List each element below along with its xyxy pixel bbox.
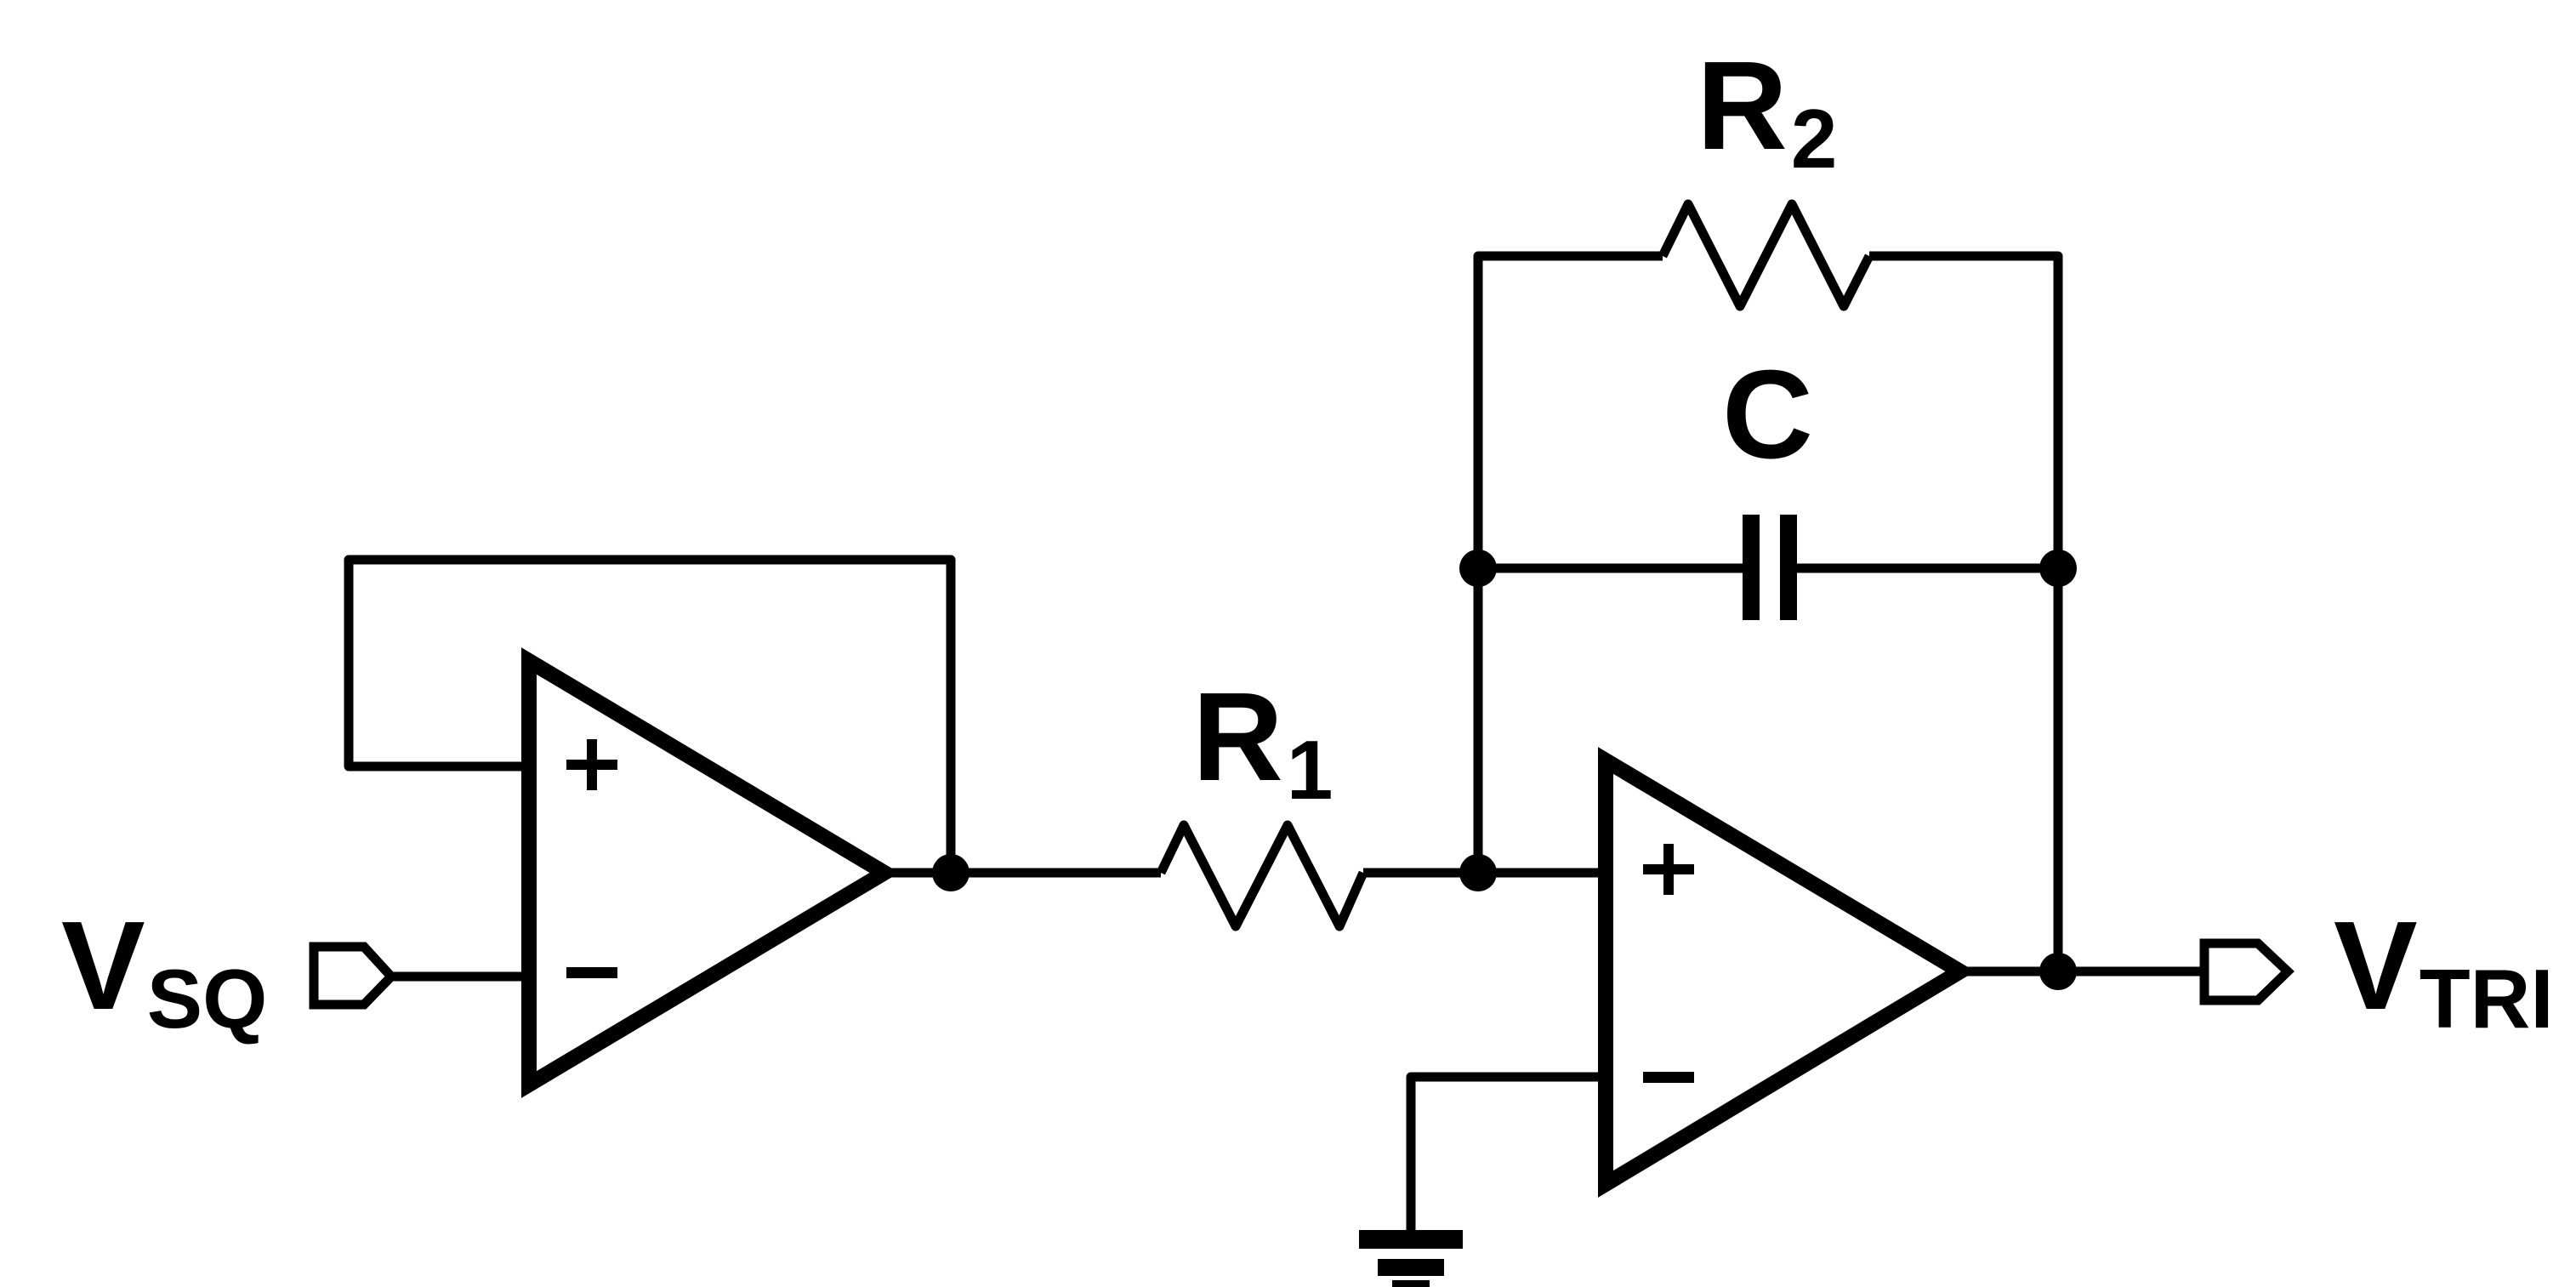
input-port-arrow-icon <box>309 942 398 1010</box>
label-r1: R1 <box>1192 667 1333 817</box>
resistor-r1-zigzag <box>1157 820 1368 931</box>
junction-capacitor-right <box>2039 550 2077 587</box>
opamp-integrator-triangle <box>1598 747 1976 1198</box>
r2-right-wire <box>1869 251 2063 971</box>
opamp-integrator-minus-sign <box>1643 1072 1694 1083</box>
junction-capacitor-left <box>1459 550 1497 587</box>
junction-inverting-node <box>1459 854 1497 891</box>
label-c: C <box>1722 345 1813 485</box>
buffer-feedback-wire <box>344 555 956 873</box>
label-vsq: VSQ <box>61 896 267 1045</box>
opamp-buffer-plus-sign <box>566 739 617 790</box>
capacitor-plate-left <box>1743 515 1760 620</box>
opamp-buffer-minus-sign <box>566 967 617 978</box>
output-port-arrow-icon <box>2199 938 2295 1005</box>
resistor-r2-zigzag <box>1658 199 1874 311</box>
junction-output <box>2039 953 2077 990</box>
ground-symbol-icon <box>1359 1230 1463 1287</box>
label-r2: R2 <box>1697 36 1837 185</box>
opamp-integrator-plus-sign <box>1643 844 1694 895</box>
junction-buffer-output <box>932 854 970 891</box>
opamp-buffer-triangle <box>521 647 900 1098</box>
label-vtri: VTRI <box>2334 896 2554 1045</box>
ground-wire <box>1406 1072 1606 1231</box>
opamp-integrator <box>1598 747 1976 1198</box>
capacitor-plate-right <box>1780 515 1797 620</box>
opamp-buffer <box>521 647 900 1098</box>
r2-left-wire <box>1473 251 1663 873</box>
